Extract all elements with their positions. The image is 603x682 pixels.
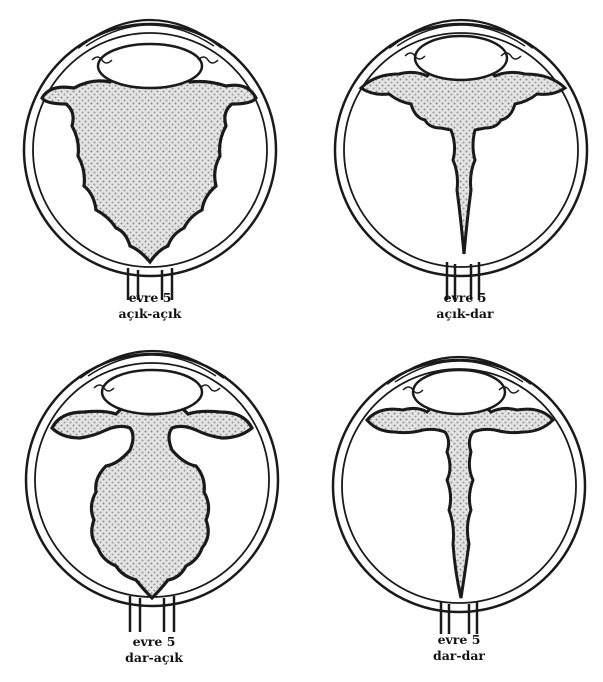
caption-dar-dar: evre 5 dar-dar bbox=[379, 632, 539, 664]
caption-type: dar-açık bbox=[74, 650, 234, 666]
retinal-detachment-mass bbox=[367, 406, 553, 598]
caption-stage: evre 5 bbox=[379, 632, 539, 648]
caption-acik-dar: evre 5 açık-dar bbox=[385, 290, 545, 322]
panel-dar-dar: evre 5 dar-dar bbox=[315, 340, 603, 682]
caption-acik-acik: evre 5 açık-açık bbox=[70, 290, 230, 322]
caption-dar-acik: evre 5 dar-açık bbox=[74, 634, 234, 666]
retinal-detachment-mass bbox=[52, 408, 252, 598]
caption-type: açık-açık bbox=[70, 306, 230, 322]
panel-acik-dar: evre 5 açık-dar bbox=[315, 0, 603, 340]
caption-stage: evre 5 bbox=[70, 290, 230, 306]
lens bbox=[413, 370, 505, 414]
caption-stage: evre 5 bbox=[74, 634, 234, 650]
caption-type: dar-dar bbox=[379, 648, 539, 664]
lens bbox=[98, 44, 202, 88]
lens bbox=[415, 36, 507, 80]
retinal-detachment-mass bbox=[42, 74, 256, 262]
eye-diagram-acik-dar bbox=[315, 0, 603, 340]
lens bbox=[102, 370, 202, 414]
caption-stage: evre 5 bbox=[385, 290, 545, 306]
panel-dar-acik: evre 5 dar-açık bbox=[0, 340, 300, 682]
caption-type: açık-dar bbox=[385, 306, 545, 322]
panel-acik-acik: evre 5 açık-açık bbox=[0, 0, 300, 340]
optic-nerve bbox=[441, 602, 477, 634]
retinal-detachment-mass bbox=[361, 70, 565, 254]
eye-diagram-acik-acik bbox=[0, 0, 300, 340]
eye-diagram-dar-dar bbox=[315, 340, 603, 682]
optic-nerve bbox=[130, 596, 174, 632]
eye-diagram-dar-acik bbox=[0, 340, 300, 682]
